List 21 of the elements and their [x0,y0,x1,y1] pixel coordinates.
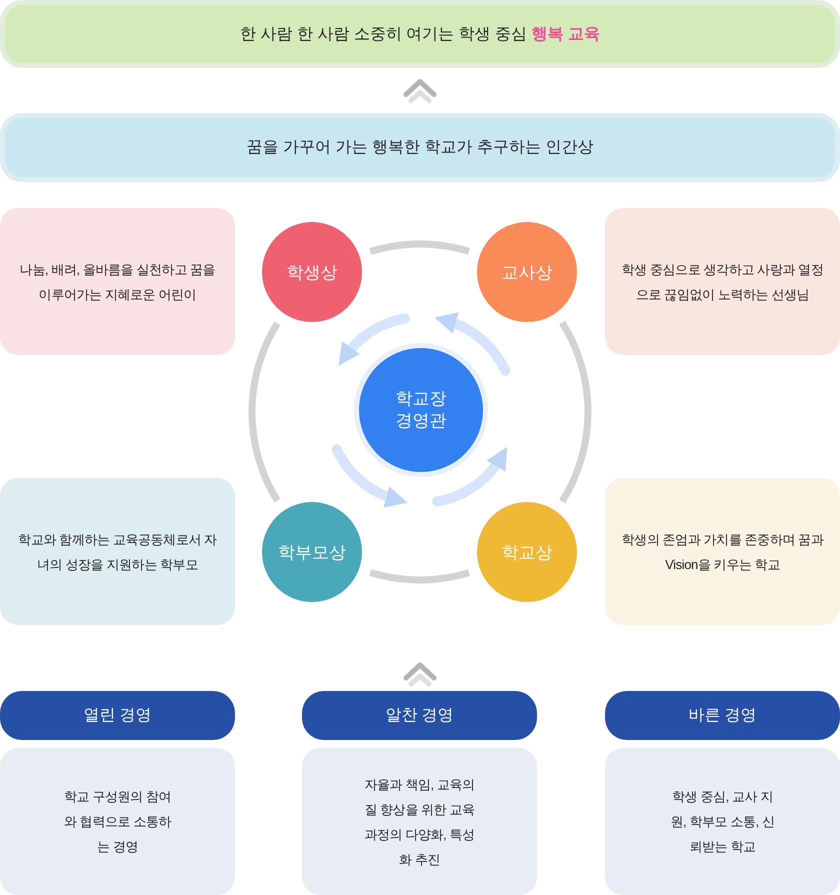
description-card: 나눔, 배려, 올바름을 실천하고 꿈을 이루어가는 지혜로운 어린이 [0,208,235,355]
ring-line [370,569,470,584]
vision-band: 꿈을 가꾸어 가는 행복한 학교가 추구하는 인간상 [0,113,840,182]
role-circle: 학부모상 [262,502,362,602]
header-box: 바른 경영 [605,691,840,740]
ring-line [370,240,470,255]
description-card: 학교와 함께하는 교육공동체로서 자녀의 성장을 지원하는 학부모 [0,478,235,625]
role-circle: 교사상 [477,222,577,322]
header-box: 알찬 경영 [302,691,537,740]
role-circle: 학교상 [477,502,577,602]
role-circle: 학생상 [262,222,362,322]
description-card: 학생 중심, 교사 지원, 학부모 소통, 신뢰받는 학교 [605,748,840,895]
description-card: 자율과 책임, 교육의 질 향상을 위한 교육과정의 다양화, 특성화 추진 [302,748,537,895]
header-box: 열린 경영 [0,691,235,740]
ring-line [559,320,592,504]
goal-band: 한 사람 한 사람 소중히 여기는 학생 중심 행복 교육 [0,0,840,68]
description-card: 학교 구성원의 참여와 협력으로 소통하는 경영 [0,748,235,895]
description-card: 학생의 존엄과 가치를 존중하며 꿈과 Vision을 키우는 학교 [605,478,840,625]
ring-line [248,322,280,502]
description-card: 학생 중심으로 생각하고 사랑과 열정으로 끊임없이 노력하는 선생님 [605,208,840,355]
center-circle: 학교장 경영관 [354,343,488,477]
